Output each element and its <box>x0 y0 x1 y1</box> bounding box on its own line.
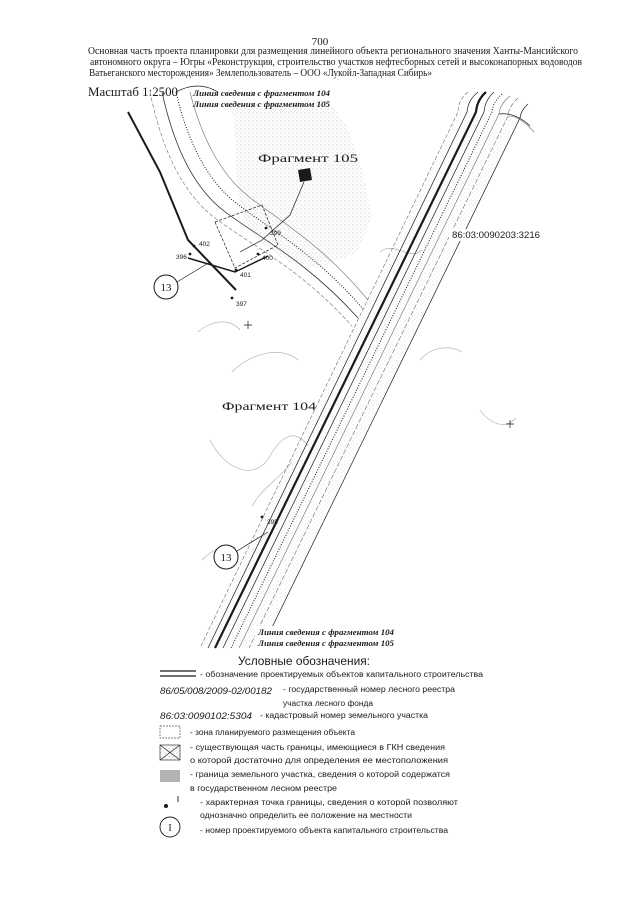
contour-line <box>231 352 299 373</box>
planned-zone-outline <box>214 204 279 269</box>
match-line-label: Линия сведения с фрагментом 105 <box>257 638 395 648</box>
object-number: 13 <box>221 552 233 564</box>
boundary-point-icon <box>192 244 196 248</box>
legend-item-cadastral-number: 86:03:0090102:5304 - кадастровый номер з… <box>160 711 429 721</box>
forest-stipple-area <box>232 100 372 268</box>
legend-text: в государственном лесном реестре <box>190 784 338 793</box>
corridor-line <box>248 97 519 649</box>
legend-item-planned-zone: - зона планируемого размещения объекта <box>159 725 356 739</box>
header-line-3: Ватьеганского месторождения» Землепользо… <box>89 68 432 79</box>
legend-text: о которой достаточно для определения ее … <box>190 756 448 765</box>
legend-text: - граница земельного участка, сведения о… <box>190 770 450 779</box>
legend-text: участка лесного фонда <box>283 699 374 708</box>
map-drawing: 402 396 399 400 401 397 395 13 13 Линия … <box>127 85 543 649</box>
corridor-line <box>222 91 495 649</box>
match-label-background <box>255 626 397 649</box>
road-band <box>149 85 369 327</box>
pipeline-line <box>214 91 487 649</box>
legend-text: - зона планируемого размещения объекта <box>190 728 356 737</box>
header-line-1: Основная часть проекта планировки для ра… <box>88 46 578 57</box>
legend-text: - кадастровый номер земельного участка <box>260 711 429 720</box>
road-band-hook <box>175 85 219 93</box>
boundary-point-icon <box>230 296 234 300</box>
legend-item-object-number: I - номер проектируемого объекта капитал… <box>159 816 449 838</box>
legend-text: - обозначение проектируемых объектов кап… <box>200 670 484 679</box>
pipeline-corridor <box>199 91 535 649</box>
object-number: 13 <box>161 282 173 294</box>
boundary-point-icon <box>234 268 238 272</box>
marker-leader-line <box>176 261 211 283</box>
point-number: 395 <box>267 519 278 526</box>
cadastral-label-background <box>449 229 543 241</box>
object-number-sample: I <box>168 823 171 834</box>
fragment-104-label: Фрагмент 104 <box>222 399 316 413</box>
contour-line <box>479 409 517 425</box>
object-number-circle-icon <box>213 544 239 570</box>
double-line-icon <box>160 670 196 677</box>
object-marker-top: 13 <box>153 261 211 300</box>
survey-cross-icon <box>244 321 252 329</box>
gray-box-icon <box>160 770 180 782</box>
legend-text: - характерная точка границы, сведения о … <box>200 798 458 807</box>
proposed-object-line <box>127 111 237 291</box>
cadastral-number-label: 86:03:0090203:3216 <box>452 230 540 240</box>
forest-registry-code: 86/05/008/2009-02/00182 <box>160 686 272 696</box>
legend-title: Условные обозначения: <box>238 654 370 668</box>
boundary-point-icon <box>260 515 264 519</box>
building-icon <box>298 168 312 182</box>
proposed-object-line <box>187 255 269 273</box>
point-number: 396 <box>176 254 187 261</box>
corridor-branch-line <box>498 113 531 127</box>
match-line-label: Линия сведения с фрагментом 105 <box>192 99 331 109</box>
legend-text: однозначно определить ее положение на ме… <box>200 811 412 820</box>
page-number: 700 <box>312 36 329 48</box>
road-band-line <box>175 91 365 311</box>
point-number: 400 <box>262 255 273 262</box>
object-marker-bottom: 13 <box>213 531 269 570</box>
boundary-point-icon <box>188 252 192 256</box>
planned-zone-box-icon <box>159 725 181 739</box>
road-band-line <box>149 91 353 327</box>
road-band-line <box>161 91 359 319</box>
object-number-circle-icon <box>153 274 179 300</box>
point-number: 397 <box>236 301 247 308</box>
corridor-line <box>207 91 479 649</box>
legend-text: - номер проектируемого объекта капитальн… <box>200 826 449 835</box>
contour-line <box>197 321 241 333</box>
point-number: 402 <box>199 241 210 248</box>
road-band-line <box>189 91 369 301</box>
legend: Условные обозначения: - обозначение прое… <box>159 654 484 838</box>
boundary-point-icon <box>264 226 268 230</box>
marker-leader-line <box>236 531 269 552</box>
corridor-boundary-line <box>261 103 529 649</box>
match-line-label: Линия сведения с фрагментом 104 <box>192 88 330 98</box>
corridor-hatched-line <box>230 93 503 649</box>
boundary-point-icon <box>256 252 260 256</box>
crossed-stipple-box-cross <box>159 744 181 761</box>
match-line-label: Линия сведения с фрагментом 104 <box>257 627 394 637</box>
legend-item-forest-registry: 86/05/008/2009-02/00182 - государственны… <box>160 685 456 708</box>
header-line-2: автономного округа – Югры «Реконструкция… <box>90 57 582 68</box>
scale-label: Масштаб 1:2500 <box>88 84 178 99</box>
fragment-105-label: Фрагмент 105 <box>258 151 358 165</box>
corridor-branch-line <box>507 115 535 133</box>
legend-item-forest-boundary: - граница земельного участка, сведения о… <box>160 770 450 793</box>
legend-text: - существующая часть границы, имеющиеся … <box>190 743 445 752</box>
legend-item-existing-boundary: - существующая часть границы, имеющиеся … <box>159 743 448 765</box>
legend-text: - государственный номер лесного реестра <box>283 685 456 694</box>
point-number: 399 <box>270 230 281 237</box>
cadastral-code: 86:03:0090102:5304 <box>160 711 252 721</box>
survey-cross-icon <box>506 420 514 428</box>
point-number: 401 <box>240 272 251 279</box>
legend-item-boundary-point: - характерная точка границы, сведения о … <box>164 796 458 820</box>
contour-line <box>419 347 463 361</box>
object-number-circle-icon <box>159 816 181 838</box>
boundary-point-icon <box>164 804 168 808</box>
legend-item-proposed-object: - обозначение проектируемых объектов кап… <box>160 670 484 679</box>
boundary-points: 402 396 399 400 401 397 395 <box>176 226 281 526</box>
corridor-boundary-line <box>199 91 469 649</box>
boundary-line <box>239 181 305 253</box>
